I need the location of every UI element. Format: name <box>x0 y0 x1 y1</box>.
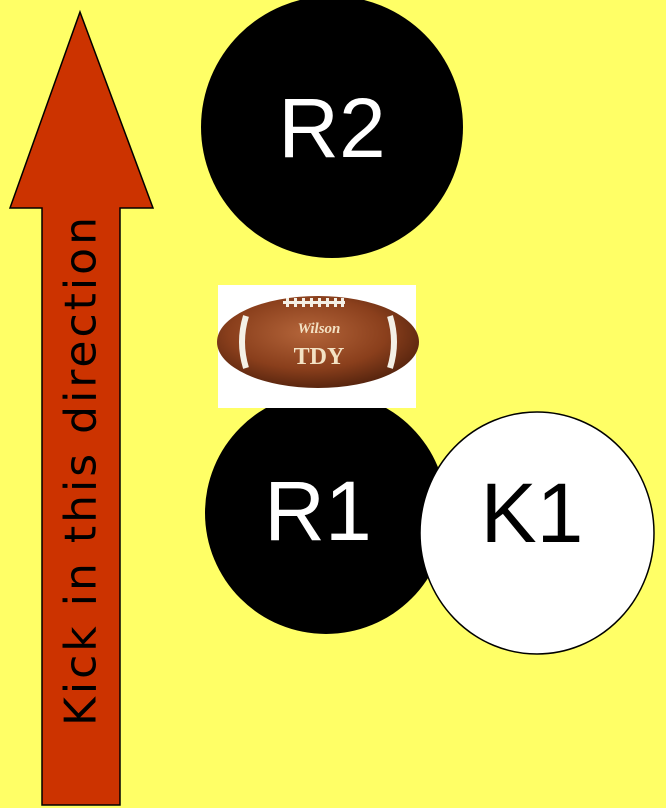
football-brand-text: Wilson <box>298 321 341 337</box>
football-laces <box>283 298 345 307</box>
player-r1-label: R1 <box>264 464 371 558</box>
player-r1: R1 <box>205 392 447 634</box>
football-stripe-left <box>239 315 249 369</box>
player-k1: K1 <box>419 411 655 655</box>
player-k1-circle <box>419 411 655 655</box>
football-body <box>217 296 419 388</box>
player-k1-label: K1 <box>481 466 584 560</box>
player-r2-circle <box>201 0 463 258</box>
player-r2: R2 <box>201 0 463 258</box>
football-stripe-right <box>387 315 397 369</box>
football-image: Wilson TDY <box>217 285 419 408</box>
football-model-text: TDY <box>294 344 345 370</box>
arrow-label: Kick in this direction <box>56 214 107 726</box>
player-r1-circle <box>205 392 447 634</box>
kick-direction-arrow: Kick in this direction <box>8 9 155 806</box>
player-r2-label: R2 <box>278 81 385 175</box>
arrow-shape <box>8 9 155 806</box>
